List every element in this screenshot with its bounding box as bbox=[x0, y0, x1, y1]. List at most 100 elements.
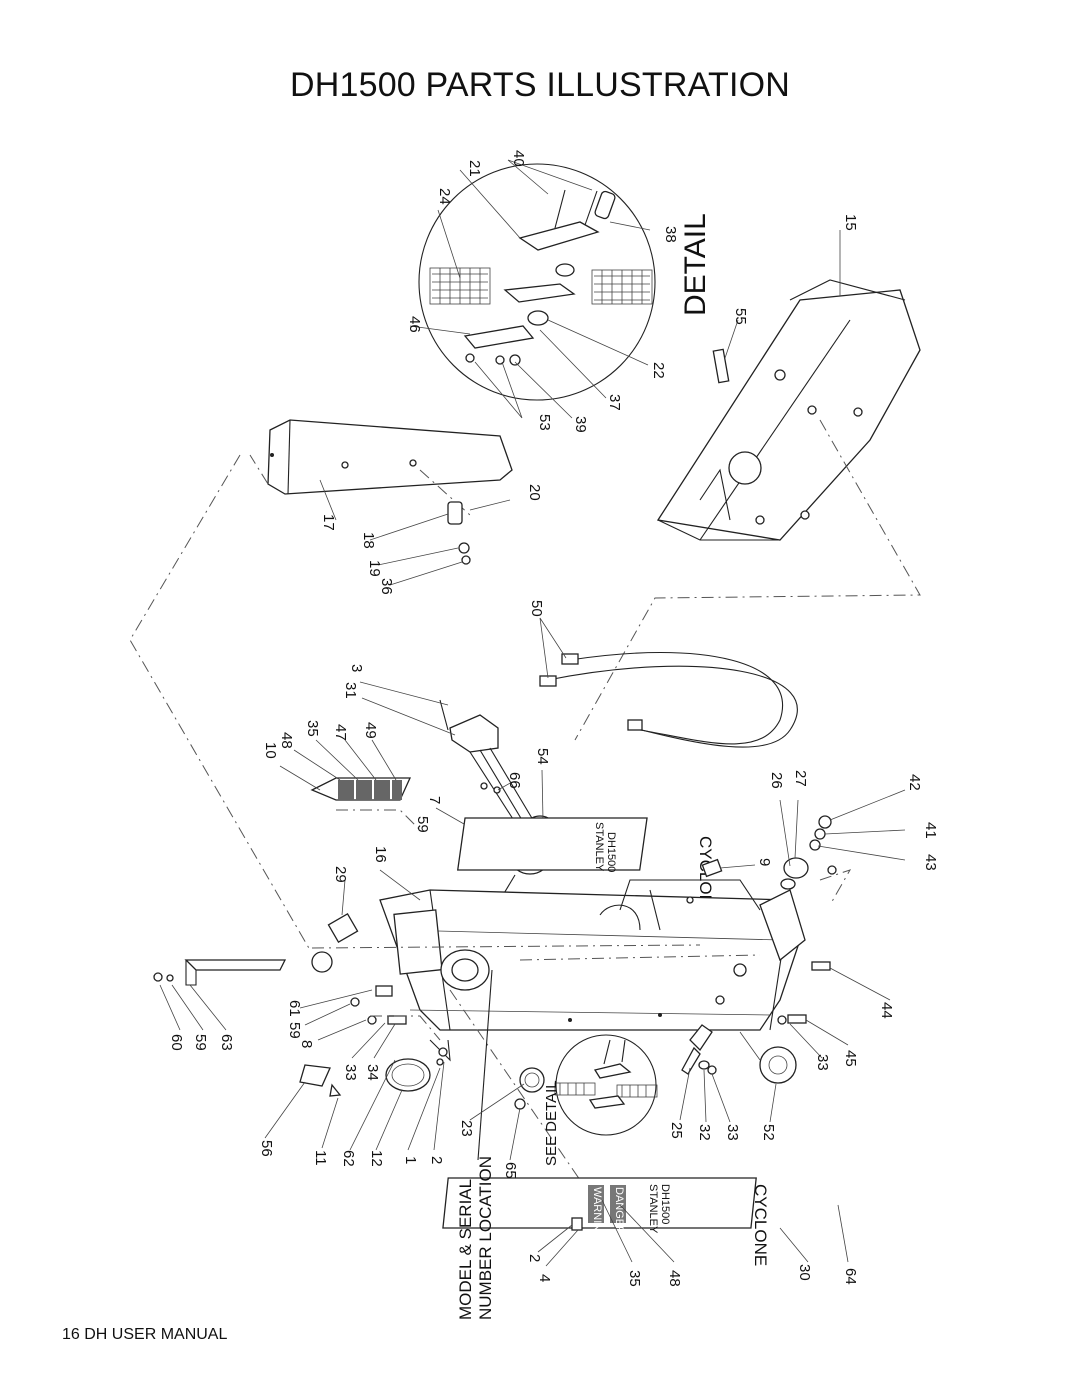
callout-middle-18: 29 bbox=[332, 866, 349, 883]
callout-upper-7: 50 bbox=[528, 600, 545, 617]
screws-right bbox=[777, 961, 891, 1059]
callout-upper-2: 20 bbox=[526, 484, 543, 501]
valve-block bbox=[359, 681, 549, 851]
sprocket-23 bbox=[469, 1067, 545, 1161]
callout-detail-4: 46 bbox=[406, 316, 423, 333]
housing-hole-large bbox=[728, 451, 762, 485]
model-serial-pointer bbox=[477, 969, 493, 1161]
screws-left bbox=[299, 985, 441, 1059]
callout-lower-14: 12 bbox=[368, 1150, 385, 1167]
callout-lower-20: 32 bbox=[696, 1124, 713, 1141]
callout-middle-13: 42 bbox=[906, 774, 923, 791]
callout-middle-9: 7 bbox=[426, 796, 443, 804]
callout-detail-1: 21 bbox=[466, 160, 483, 177]
detail-pin bbox=[594, 190, 616, 220]
page-footer: 16 DH USER MANUAL bbox=[62, 1326, 228, 1343]
danger-decal-bg bbox=[610, 1185, 626, 1223]
see-detail-circle bbox=[554, 1034, 658, 1136]
detail-label: DETAIL bbox=[679, 213, 712, 316]
label-stack bbox=[279, 739, 421, 831]
see-detail-label: SEE DETAIL bbox=[543, 1080, 560, 1166]
callout-lower-8: 8 bbox=[298, 1040, 315, 1048]
phantom-outline-left bbox=[129, 454, 311, 951]
callout-middle-10: 59 bbox=[414, 816, 431, 833]
callout-lower-15: 1 bbox=[402, 1156, 419, 1164]
callout-upper-4: 18 bbox=[360, 532, 377, 549]
callout-lower-21: 33 bbox=[724, 1124, 741, 1141]
callout-middle-8: 66 bbox=[506, 772, 523, 789]
detail-chain-left bbox=[429, 267, 491, 305]
callout-bottom-5: 64 bbox=[842, 1268, 859, 1285]
decal-brand-upper: STANLEY bbox=[593, 822, 605, 872]
detail-nut bbox=[465, 353, 475, 363]
callout-middle-0: 3 bbox=[348, 664, 365, 672]
callout-upper-1: 55 bbox=[732, 308, 749, 325]
callout-lower-0: 44 bbox=[878, 1002, 895, 1019]
callout-middle-16: 9 bbox=[756, 858, 773, 866]
callout-detail-2: 24 bbox=[436, 188, 453, 205]
callout-lower-7: 59 bbox=[286, 1022, 303, 1039]
callout-middle-2: 35 bbox=[304, 720, 321, 737]
callout-middle-4: 49 bbox=[362, 722, 379, 739]
warning-decal: WARNING bbox=[591, 1187, 603, 1240]
callout-detail-6: 37 bbox=[606, 394, 623, 411]
callout-lower-11: 56 bbox=[258, 1140, 275, 1157]
detail-link-plate-lower bbox=[463, 325, 535, 349]
callout-lower-5: 63 bbox=[218, 1034, 235, 1051]
callout-middle-5: 10 bbox=[262, 742, 279, 759]
callout-middle-6: 48 bbox=[278, 732, 295, 749]
callout-middle-14: 41 bbox=[922, 822, 939, 839]
callout-middle-11: 26 bbox=[768, 772, 785, 789]
callout-upper-0: 15 bbox=[842, 214, 859, 231]
callout-middle-12: 27 bbox=[792, 770, 809, 787]
shaft-assembly bbox=[679, 1024, 797, 1123]
detail-chain-right bbox=[591, 269, 653, 305]
callout-upper-6: 36 bbox=[378, 578, 395, 595]
fittings-right bbox=[701, 789, 906, 906]
part-18 bbox=[447, 501, 463, 525]
parts-lower-left bbox=[264, 1047, 448, 1151]
decal-brand-lower: STANLEY bbox=[647, 1184, 659, 1234]
page-title: DH1500 PARTS ILLUSTRATION bbox=[289, 66, 791, 104]
warning-decal-bg bbox=[588, 1185, 604, 1223]
callout-lower-1: 45 bbox=[842, 1050, 859, 1067]
callout-middle-3: 47 bbox=[332, 724, 349, 741]
callout-detail-8: 53 bbox=[536, 414, 553, 431]
callout-middle-7: 54 bbox=[534, 748, 551, 765]
detail-roller-lower bbox=[527, 310, 549, 326]
callout-lower-16: 2 bbox=[428, 1156, 445, 1164]
hoses bbox=[539, 617, 798, 748]
callout-bottom-3: 48 bbox=[666, 1270, 683, 1287]
callout-bottom-4: 30 bbox=[796, 1264, 813, 1281]
upper-tube bbox=[267, 419, 513, 586]
callout-lower-4: 59 bbox=[192, 1034, 209, 1051]
detail-link-plate-upper bbox=[518, 221, 600, 251]
callout-lower-10: 34 bbox=[364, 1064, 381, 1081]
callout-lower-6: 61 bbox=[286, 1000, 303, 1017]
callout-lower-3: 60 bbox=[168, 1034, 185, 1051]
callout-upper-3: 17 bbox=[320, 514, 337, 531]
part-29 bbox=[327, 912, 359, 944]
danger-decal: DANGER bbox=[613, 1187, 625, 1234]
callout-lower-2: 33 bbox=[814, 1054, 831, 1071]
decal-logo-lower: CYCLONE bbox=[751, 1184, 770, 1266]
main-frame bbox=[379, 869, 806, 1062]
model-serial-line2: NUMBER LOCATION bbox=[476, 1156, 495, 1320]
detail-roller-upper bbox=[555, 263, 575, 277]
callout-bottom-2: 35 bbox=[626, 1270, 643, 1287]
callout-upper-5: 19 bbox=[366, 560, 383, 577]
upper-housing bbox=[656, 230, 921, 541]
bolt-55 bbox=[712, 348, 730, 384]
callout-lower-13: 62 bbox=[340, 1150, 357, 1167]
callout-detail-3: 38 bbox=[662, 226, 679, 243]
callout-bottom-0: 2 bbox=[526, 1254, 543, 1262]
detail-circle bbox=[418, 163, 656, 401]
decal-model-upper: DH1500 bbox=[605, 832, 617, 872]
callout-lower-17: 23 bbox=[458, 1120, 475, 1137]
callout-bottom-1: 4 bbox=[536, 1274, 553, 1282]
decal-plate-upper: CYCLONE STANLEY DH1500 bbox=[456, 817, 715, 918]
callout-lower-22: 52 bbox=[760, 1124, 777, 1141]
callout-lower-9: 33 bbox=[342, 1064, 359, 1081]
callout-middle-17: 16 bbox=[372, 846, 389, 863]
